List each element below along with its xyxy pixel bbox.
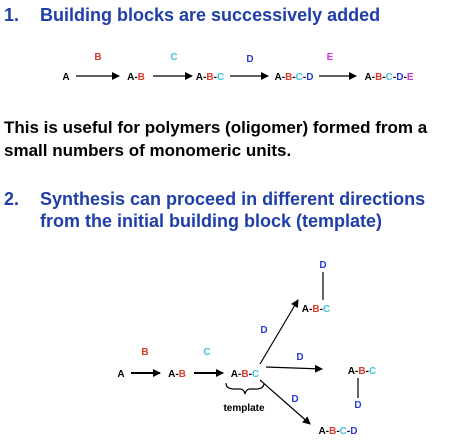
branch-reagent-d-up: D xyxy=(260,325,267,336)
linear-product-4: A-B-C-D xyxy=(275,72,314,83)
linear-product-5: A-B-C-D-E xyxy=(365,72,414,83)
branch-reagent-d-mid: D xyxy=(296,352,303,363)
top-product-chain: A-B-C xyxy=(302,304,330,315)
section-1-explanation: This is useful for polymers (oligomer) f… xyxy=(4,118,428,160)
branch-arrow-mid xyxy=(265,364,323,373)
bottom-product-chain: A-B-C-D xyxy=(319,426,358,437)
linear-reagent-c: C xyxy=(170,52,177,63)
template-brace xyxy=(225,382,265,395)
linear-product-1: A xyxy=(62,72,69,83)
branch-arrow-up xyxy=(259,299,299,365)
branched-reagent-b: B xyxy=(141,347,148,358)
branched-reagent-c: C xyxy=(203,347,210,358)
linear-product-2: A-B xyxy=(127,72,145,83)
linear-reagent-b: B xyxy=(94,52,101,63)
section-2-number: 2. xyxy=(4,189,20,209)
middle-product-chain: A-B-C xyxy=(348,366,376,377)
section-2-heading: 2. Synthesis can proceed in different dir… xyxy=(4,188,474,232)
section-2-title: Synthesis can proceed in different direc… xyxy=(40,189,426,231)
top-product-d: D xyxy=(319,260,326,271)
section-1-heading: 1. Building blocks are successively added xyxy=(4,4,380,26)
branch-reagent-d-down: D xyxy=(291,394,298,405)
template-label: template xyxy=(223,403,265,414)
linear-synthesis-scheme: A A-B A-B-C A-B-C-D A-B-C-D-E B C D E xyxy=(62,52,414,83)
linear-reagent-d: D xyxy=(246,54,253,65)
branch-arrow-down xyxy=(259,379,311,425)
section-1-title: Building blocks are successively added xyxy=(40,5,381,25)
branched-start: A xyxy=(117,369,124,380)
section-1-number: 1. xyxy=(4,5,20,25)
linear-reagent-e: E xyxy=(327,52,334,63)
middle-product-d: D xyxy=(354,400,361,411)
branched-template: A-B-C xyxy=(231,369,259,380)
branched-intermediate: A-B xyxy=(168,369,186,380)
linear-product-3: A-B-C xyxy=(196,72,224,83)
